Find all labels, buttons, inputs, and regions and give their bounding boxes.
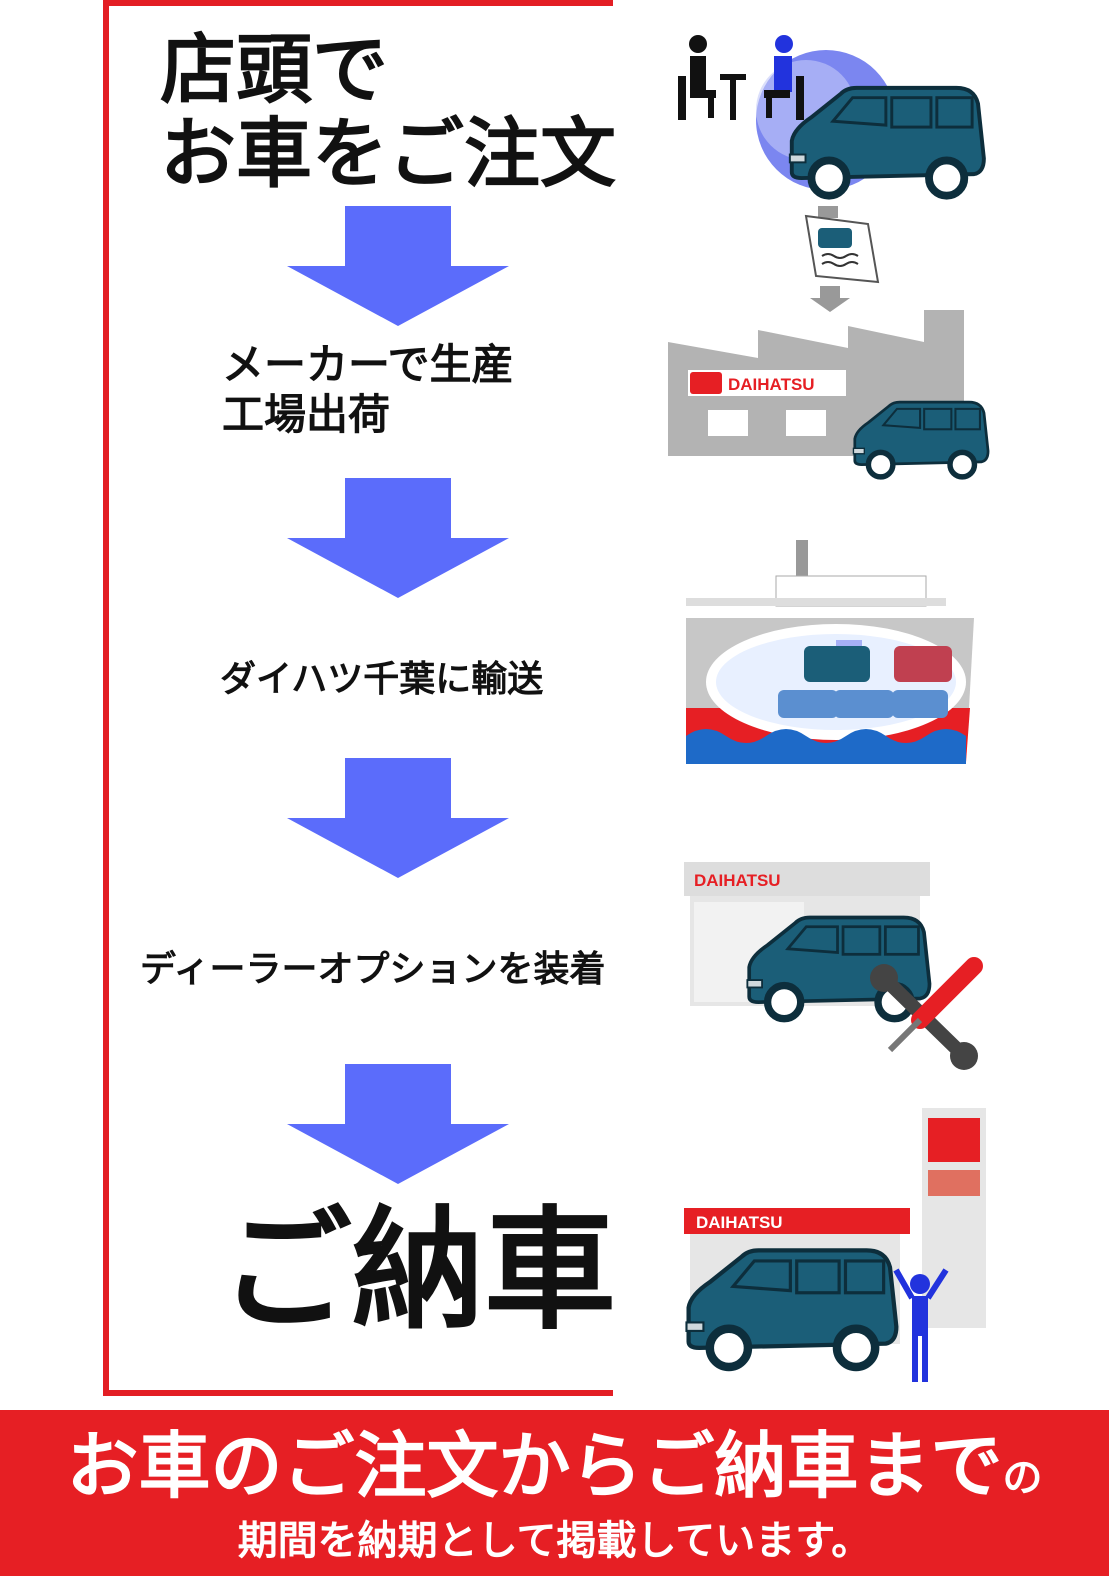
wrench-icon: [870, 964, 978, 1070]
step-order-title: 店頭でお車をご注文: [160, 25, 616, 198]
order-illustration: [678, 35, 1006, 200]
banner-main-text: お車のご注文からご納車までの: [66, 1424, 1043, 1508]
flow-bracket: [103, 0, 613, 1396]
person-cheering-icon: [893, 1268, 949, 1382]
banner-sub-text: 期間を納期として掲載しています。: [237, 1518, 872, 1564]
ship-illustration: [686, 540, 974, 764]
table-icon: [720, 74, 746, 120]
step-dealer-options: ディーラーオプションを装着: [140, 949, 606, 990]
arrow-down-3: [287, 758, 509, 878]
arrow-down-2: [287, 478, 509, 598]
dealer-brand-label: DAIHATSU: [694, 871, 781, 890]
arrow-down-1: [287, 206, 509, 326]
customer-icon: [764, 35, 804, 120]
factory-brand-label: DAIHATSU: [728, 375, 815, 394]
screwdriver-icon: [887, 957, 983, 1053]
arrow-down-4: [287, 1064, 509, 1184]
step-production: メーカーで生産工場出荷: [222, 340, 514, 439]
bottom-banner: お車のご注文からご納車までの 期間を納期として掲載しています。: [0, 1410, 1109, 1576]
factory-illustration: DAIHATSU: [668, 310, 998, 478]
dealer-workshop-illustration: DAIHATSU: [684, 862, 983, 1070]
order-document-icon: [804, 206, 880, 312]
delivery-brand-label: DAIHATSU: [696, 1213, 783, 1232]
step-transport: ダイハツ千葉に輸送: [220, 659, 544, 700]
salesperson-icon: [678, 35, 716, 120]
step-delivery: ご納車: [220, 1194, 616, 1348]
delivery-illustration: DAIHATSU: [676, 1108, 986, 1382]
